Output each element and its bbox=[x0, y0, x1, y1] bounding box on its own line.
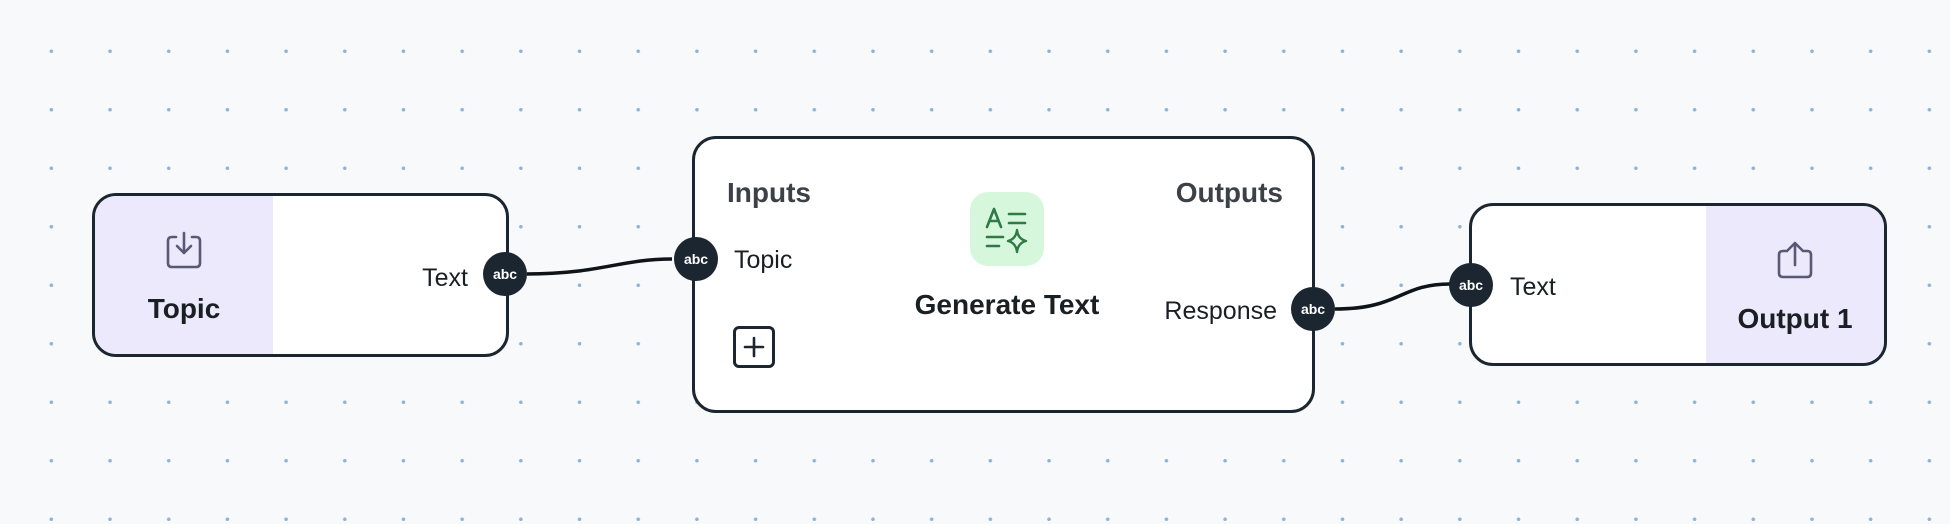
generate-icon-tile bbox=[970, 192, 1044, 266]
add-input-button[interactable] bbox=[733, 326, 775, 368]
generate-input-port-label: Topic bbox=[734, 246, 793, 274]
output-node-output-1[interactable]: Text Output 1 bbox=[1469, 203, 1887, 366]
generate-output-port-label: Response bbox=[1164, 297, 1277, 325]
output-node-title: Output 1 bbox=[1737, 303, 1853, 334]
export-icon bbox=[1777, 241, 1813, 279]
edge-generate-to-output[interactable] bbox=[1334, 282, 1451, 311]
outputs-header: Outputs bbox=[1175, 177, 1283, 208]
output-node-panel: Output 1 bbox=[1706, 206, 1884, 363]
input-node-title: Topic bbox=[147, 293, 221, 324]
inputs-header: Inputs bbox=[727, 177, 811, 208]
input-node-port-label: Text bbox=[422, 264, 468, 292]
text-sparkle-icon bbox=[985, 207, 1028, 254]
edge-topic-to-generate[interactable] bbox=[526, 257, 673, 276]
plus-square-icon bbox=[743, 336, 765, 358]
output-text-input-port[interactable]: abc bbox=[1449, 263, 1493, 307]
generate-text-title: Generate Text bbox=[914, 289, 1100, 320]
import-icon bbox=[166, 231, 202, 269]
generate-response-output-port[interactable]: abc bbox=[1291, 287, 1335, 331]
output-node-port-label: Text bbox=[1510, 273, 1556, 301]
generate-text-node[interactable]: Inputs Outputs Topic Response Generate T… bbox=[692, 136, 1315, 413]
input-node-panel: Topic bbox=[95, 196, 273, 354]
input-node-topic[interactable]: Topic Text bbox=[92, 193, 509, 357]
generate-topic-input-port[interactable]: abc bbox=[674, 237, 718, 281]
topic-text-output-port[interactable]: abc bbox=[483, 252, 527, 296]
